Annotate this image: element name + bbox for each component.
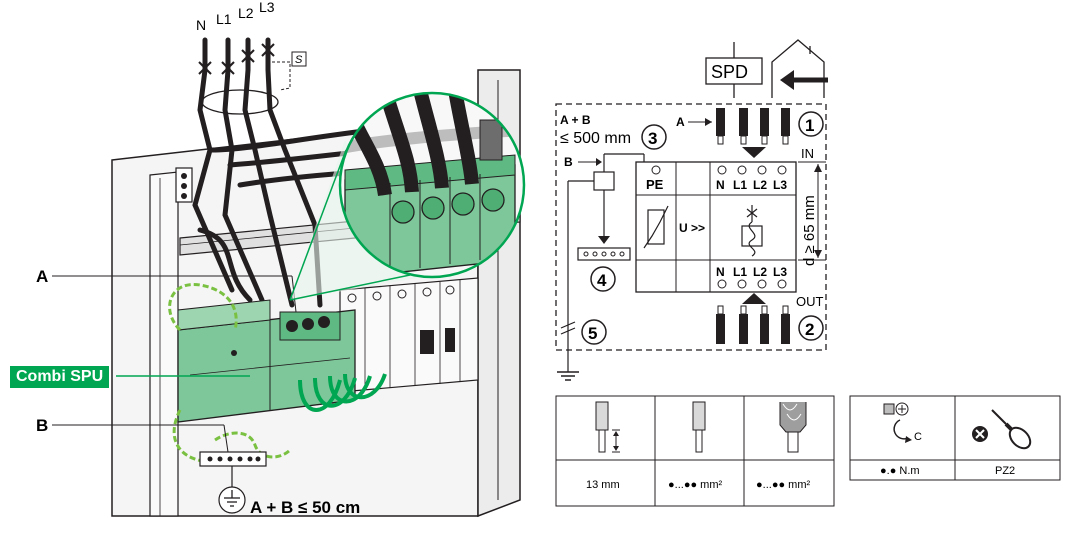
switch-dashed-line xyxy=(272,61,291,91)
disconnect-marks xyxy=(198,43,275,75)
cond-len: ≤ 500 mm xyxy=(560,130,631,147)
wire-strip-length: 13 mm xyxy=(586,479,620,491)
screwdriver-icon xyxy=(972,409,1032,450)
in-arrow xyxy=(742,147,766,158)
phase-label-l1: L1 xyxy=(216,11,232,27)
svg-text:5: 5 xyxy=(588,324,597,343)
in-label: IN xyxy=(801,146,814,161)
switch-label: S xyxy=(295,54,303,66)
phase-label-l2: L2 xyxy=(238,5,254,21)
label-a-right: A xyxy=(676,115,685,129)
spd-box xyxy=(705,57,763,85)
callout-4: 4 xyxy=(590,266,616,292)
out-label: OUT xyxy=(796,294,824,309)
terminal-top-l3: L3 xyxy=(773,178,787,192)
combi-spu-device xyxy=(177,299,387,423)
wire-table: 13 mm ●...●● mm² ●...●● mm² xyxy=(555,395,835,507)
combi-spu-label: Combi SPU xyxy=(10,366,110,388)
solid-wire-icon xyxy=(692,401,706,453)
phase-label-l3: L3 xyxy=(259,0,275,15)
pe-label: PE xyxy=(646,177,664,192)
distance-label: d ≥ 65 mm xyxy=(801,195,818,266)
callout-1: 1 xyxy=(798,111,824,137)
spd-device-body xyxy=(635,161,797,293)
stranded-wire-icon xyxy=(779,402,807,453)
torque-icon xyxy=(883,402,912,443)
zoom-detail xyxy=(289,91,526,301)
terminal-bot-l3: L3 xyxy=(773,265,787,279)
schematic-earth-bar xyxy=(577,247,631,261)
junction-box xyxy=(593,171,615,191)
earth-bar xyxy=(199,451,267,490)
terminal-bot-l2: L2 xyxy=(753,265,767,279)
cond-ab: A + B xyxy=(560,113,591,127)
switch-box xyxy=(291,51,307,67)
distance-rule: A + B ≤ 50 cm xyxy=(250,498,360,517)
svg-text:3: 3 xyxy=(648,129,657,148)
side-terminal xyxy=(175,167,193,203)
out-arrow xyxy=(742,293,766,304)
wire-solid-section: ●...●● mm² xyxy=(668,479,722,491)
wire-stranded-section: ●...●● mm² xyxy=(756,479,810,491)
label-b-left: B xyxy=(36,416,48,435)
ground-icon xyxy=(218,486,246,514)
terminal-top-n: N xyxy=(716,178,725,192)
house-icon xyxy=(771,39,828,98)
spd-label: SPD xyxy=(711,62,748,82)
torque-c-label: C xyxy=(914,431,922,443)
label-a-left: A xyxy=(36,267,48,286)
torque-value: ●.● N.m xyxy=(880,465,920,477)
cable-bundle-ring xyxy=(201,89,279,115)
callout-2: 2 xyxy=(798,315,824,341)
terminal-bot-n: N xyxy=(716,265,725,279)
tool-table: C ●.● N.m PZ2 xyxy=(849,395,1061,481)
phase-label-n: N xyxy=(196,17,206,33)
u-label: U >> xyxy=(679,221,705,235)
callout-5: 5 xyxy=(581,319,607,345)
strip-length-icon xyxy=(595,401,620,453)
label-b-right: B xyxy=(564,155,573,169)
output-conductors xyxy=(716,305,790,344)
input-conductors xyxy=(716,108,790,145)
terminal-top-l2: L2 xyxy=(753,178,767,192)
screwdriver-type: PZ2 xyxy=(995,465,1015,477)
terminal-top-l1: L1 xyxy=(733,178,747,192)
callout-3: 3 xyxy=(641,124,667,150)
svg-text:2: 2 xyxy=(805,320,814,339)
schematic-ground-icon xyxy=(557,371,579,381)
svg-text:4: 4 xyxy=(597,271,607,290)
terminal-bot-l1: L1 xyxy=(733,265,747,279)
breaker-row xyxy=(339,277,479,393)
svg-text:1: 1 xyxy=(805,116,814,135)
schematic: SPD A + B ≤ 500 mm 3 A xyxy=(555,39,828,381)
spark-gap-symbol xyxy=(741,205,763,257)
